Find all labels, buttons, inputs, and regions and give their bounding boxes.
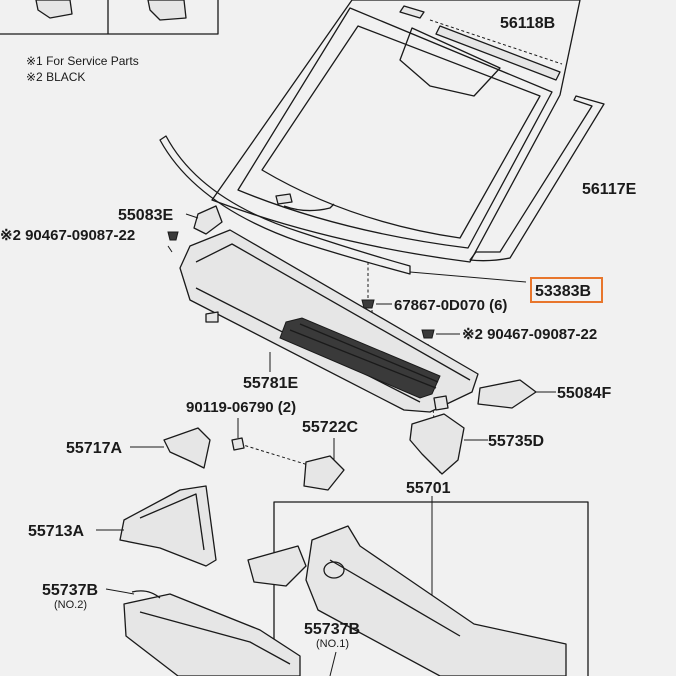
- note-black: ※2 BLACK: [26, 70, 85, 84]
- weatherstrip-upper: [159, 135, 527, 283]
- label-56117E[interactable]: 56117E: [582, 181, 637, 198]
- label-55717A[interactable]: 55717A: [66, 440, 122, 457]
- label-53383B[interactable]: 53383B: [535, 283, 591, 300]
- bracket-55717A: [130, 427, 211, 469]
- note-service-parts: ※1 For Service Parts: [26, 54, 139, 68]
- label-55781E[interactable]: 55781E: [243, 375, 298, 392]
- inset-box: [0, 0, 219, 35]
- windshield-glass: [211, 0, 581, 263]
- label-90467-right[interactable]: ※2 90467-09087-22: [462, 326, 597, 343]
- molding-56118B: [399, 5, 563, 81]
- label-55737B-no1-sub: (NO.1): [316, 638, 349, 650]
- label-55722C[interactable]: 55722C: [302, 419, 358, 436]
- label-90467-left[interactable]: ※2 90467-09087-22: [0, 227, 135, 244]
- label-55737B-no2-sub: (NO.2): [54, 599, 87, 611]
- label-55084F[interactable]: 55084F: [557, 385, 611, 402]
- label-55735D[interactable]: 55735D: [488, 433, 544, 450]
- cowl-55737B-no2: [105, 588, 301, 676]
- clip-left: [167, 231, 179, 253]
- molding-56117E: [469, 95, 605, 262]
- reinforcement-55713A: [96, 485, 217, 567]
- seal-55083E: [185, 205, 223, 235]
- leader-55737B-no1: [329, 651, 337, 676]
- label-55737B-no2[interactable]: 55737B: [42, 582, 98, 599]
- label-56118B[interactable]: 56118B: [500, 15, 555, 32]
- label-55737B-no1[interactable]: 55737B: [304, 621, 360, 638]
- highlight-box-53383B: [530, 277, 603, 303]
- seal-55084F: [477, 379, 556, 409]
- label-55701[interactable]: 55701: [406, 480, 451, 497]
- cowl-55701: [247, 496, 589, 676]
- label-55713A[interactable]: 55713A: [28, 523, 84, 540]
- clip-67867: [361, 299, 392, 309]
- bracket-55722C: [303, 438, 345, 491]
- label-55083E[interactable]: 55083E: [118, 207, 173, 224]
- label-67867[interactable]: 67867-0D070 (6): [394, 297, 507, 314]
- duct-55735D: [409, 413, 488, 475]
- cowl-panel-55781E: [179, 229, 479, 413]
- label-90119[interactable]: 90119-06790 (2): [186, 399, 296, 416]
- clip-right: [421, 329, 460, 339]
- bolt-90119: [231, 418, 245, 451]
